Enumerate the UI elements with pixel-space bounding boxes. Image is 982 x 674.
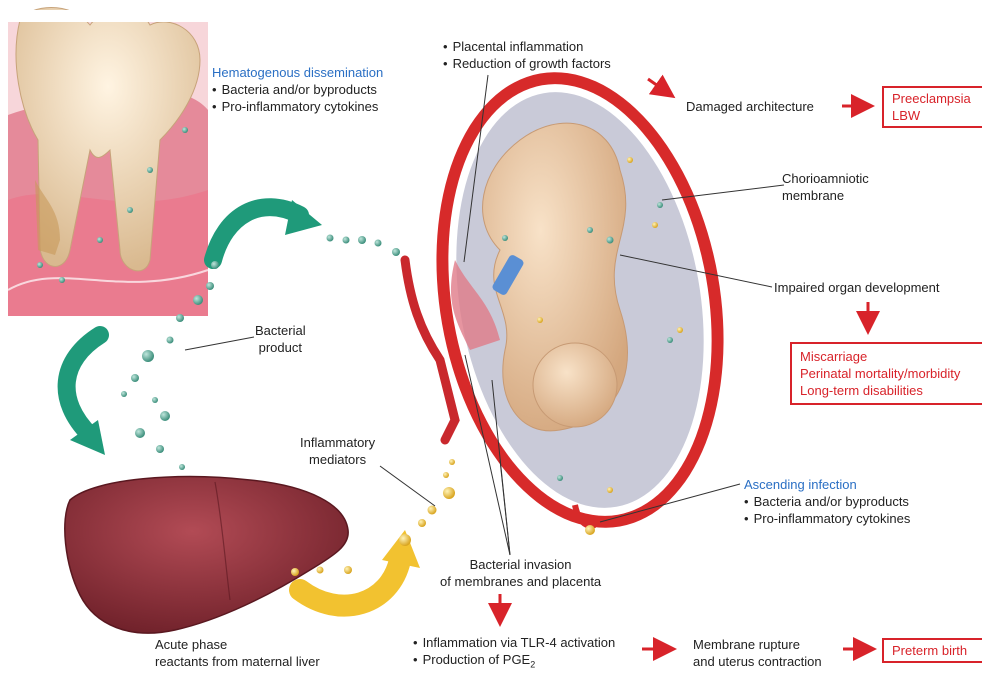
chorioamniotic-line-1: Chorioamniotic: [782, 170, 869, 187]
damaged-architecture-label: Damaged architecture: [686, 98, 814, 115]
bottom-bullet-1: Inflammation via TLR-4 activation: [413, 634, 615, 651]
bacterial-product-line-1: Bacterial: [255, 322, 306, 339]
liver-caption-line-1: Acute phase: [155, 636, 320, 653]
bacterial-invasion-label: Bacterial invasion of membranes and plac…: [440, 556, 601, 590]
outcome-top-1: Preeclampsia: [892, 90, 982, 107]
hematogenous-label: Hematogenous dissemination Bacteria and/…: [212, 64, 383, 115]
bottom-bullets: Inflammation via TLR-4 activation Produc…: [413, 634, 615, 674]
red-arrow: [648, 79, 668, 93]
placental-item-2: Reduction of growth factors: [443, 55, 611, 72]
inflammatory-mediators-line-2: mediators: [300, 451, 375, 468]
hematogenous-item-2: Pro-inflammatory cytokines: [212, 98, 383, 115]
outcome-bottom-box: Preterm birth: [882, 638, 982, 663]
pge-subscript: 2: [530, 660, 535, 670]
ascending-infection-label: Ascending infection Bacteria and/or bypr…: [744, 476, 910, 527]
chorioamniotic-label: Chorioamniotic membrane: [782, 170, 869, 204]
outcome-mid-1: Miscarriage: [800, 348, 982, 365]
outcome-mid-3: Long-term disabilities: [800, 382, 982, 399]
hematogenous-item-1: Bacteria and/or byproducts: [212, 81, 383, 98]
liver-illustration: [65, 477, 348, 633]
bottom-bullet-2: Production of PGE2: [413, 651, 615, 674]
inflammatory-mediators-line-1: Inflammatory: [300, 434, 375, 451]
uterus-fetus-illustration: [402, 49, 758, 551]
bacterial-product-line-2: product: [255, 339, 306, 356]
membrane-rupture-line-1: Membrane rupture: [693, 636, 822, 653]
bacterial-invasion-line-2: of membranes and placenta: [440, 573, 601, 590]
ascending-item-2: Pro-inflammatory cytokines: [744, 510, 910, 527]
pge-text: Production of PGE: [423, 652, 531, 667]
tooth-illustration: [8, 8, 208, 317]
bacterial-invasion-line-1: Bacterial invasion: [440, 556, 601, 573]
hematogenous-title: Hematogenous dissemination: [212, 64, 383, 81]
inflammatory-mediators-label: Inflammatory mediators: [300, 434, 375, 468]
membrane-rupture-label: Membrane rupture and uterus contraction: [693, 636, 822, 670]
placental-item-1: Placental inflammation: [443, 38, 611, 55]
membrane-rupture-line-2: and uterus contraction: [693, 653, 822, 670]
bacterial-product-label: Bacterial product: [255, 322, 306, 356]
liver-caption: Acute phase reactants from maternal live…: [155, 636, 320, 670]
ascending-item-1: Bacteria and/or byproducts: [744, 493, 910, 510]
placental-effects-label: Placental inflammation Reduction of grow…: [443, 38, 611, 72]
outcome-mid-2: Perinatal mortality/morbidity: [800, 365, 982, 382]
chorioamniotic-line-2: membrane: [782, 187, 869, 204]
outcome-top-2: LBW: [892, 107, 982, 124]
liver-caption-line-2: reactants from maternal liver: [155, 653, 320, 670]
ascending-title: Ascending infection: [744, 476, 910, 493]
impaired-organ-label: Impaired organ development: [774, 279, 940, 296]
outcome-mid-box: Miscarriage Perinatal mortality/morbidit…: [790, 342, 982, 405]
outcome-top-box: Preeclampsia LBW: [882, 86, 982, 128]
